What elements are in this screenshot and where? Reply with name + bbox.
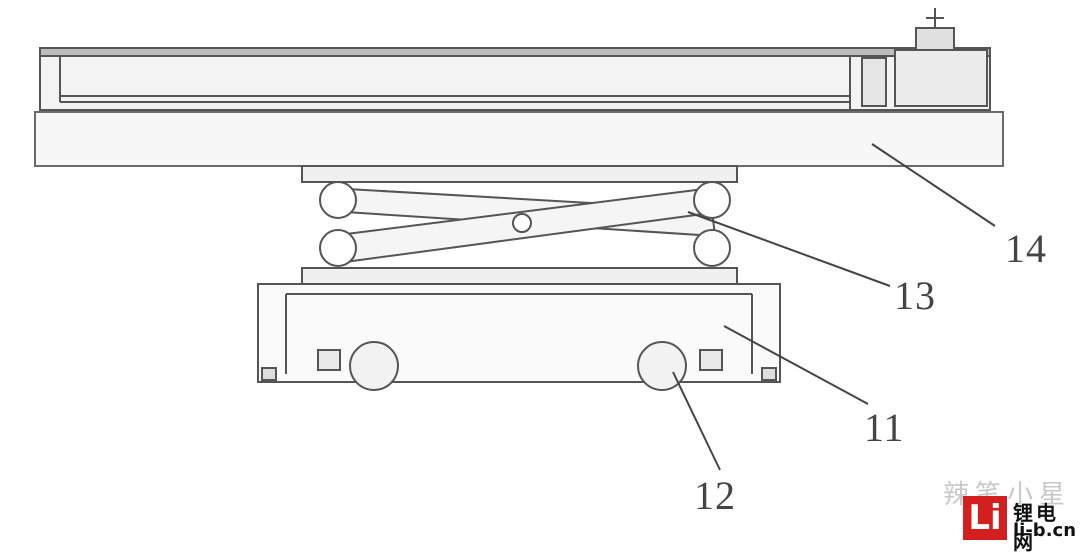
wheels-12: [349, 341, 687, 391]
logo-mark: Li: [963, 496, 1007, 540]
label-13: 13: [894, 273, 936, 318]
top-platform-14: [34, 8, 1004, 167]
label-14: 14: [1005, 226, 1047, 271]
logo-url: li-b.cn: [1013, 520, 1077, 541]
label-11: 11: [864, 405, 905, 450]
chassis-11: [257, 283, 781, 383]
leader-lines: [672, 143, 996, 471]
scissor-mechanism-13: [301, 165, 738, 285]
label-12: 12: [694, 473, 736, 518]
